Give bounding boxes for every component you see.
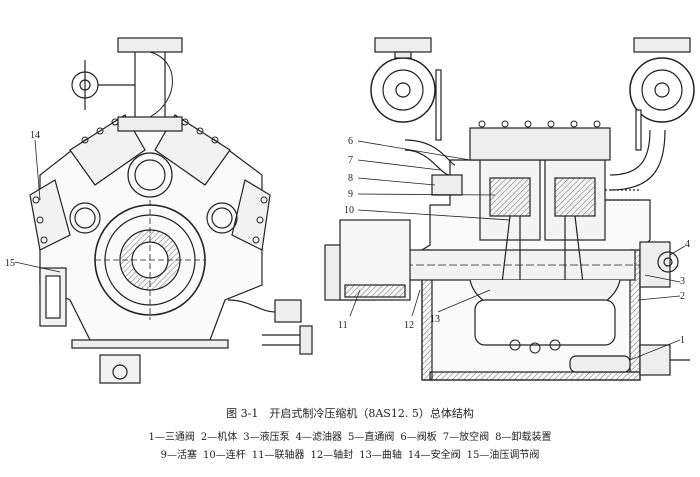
callout-8: 8 (348, 173, 353, 184)
legend-item: 14—安全阀 (407, 450, 461, 461)
callouts: 14 15 6 7 8 9 10 11 12 13 4 3 2 1 (5, 130, 690, 346)
callout-3: 3 (680, 276, 685, 287)
legend-row-2: 9—活塞 10—连杆 11—联轴器 12—轴封 13—曲轴 14—安全阀 15—油压调节阀 (0, 446, 700, 461)
left-view (29, 37, 313, 384)
legend-item: 9—活塞 (160, 450, 197, 461)
legend-item: 15—油压调节阀 (466, 450, 540, 461)
callout-13: 13 (430, 314, 440, 325)
callout-12: 12 (404, 320, 414, 331)
legend-item: 8—卸载装置 (495, 432, 552, 443)
callout-15: 15 (5, 258, 15, 269)
legend-item: 2—机体 (200, 432, 238, 443)
callout-1: 1 (680, 335, 685, 346)
legend-item: 7—放空阀 (442, 432, 490, 443)
legend-item: 6—阀板 (400, 432, 437, 443)
right-view (324, 37, 695, 381)
legend-item: 12—轴封 (310, 450, 354, 461)
legend-item: 1—三通阀 (148, 432, 195, 443)
callout-6: 6 (348, 136, 353, 147)
callout-4: 4 (685, 239, 690, 250)
compressor-drawing: 14 15 6 7 8 9 10 11 12 13 4 3 2 1 (5, 37, 695, 384)
callout-11: 11 (338, 320, 348, 331)
legend-item: 10—连杆 (202, 450, 246, 461)
callout-14: 14 (30, 130, 40, 141)
legend-item: 3—液压泵 (243, 432, 290, 443)
callout-2: 2 (680, 291, 685, 302)
callout-9: 9 (348, 189, 353, 200)
callout-7: 7 (348, 155, 353, 166)
legend-item: 11—联轴器 (251, 450, 305, 461)
legend-item: 4—滤油器 (295, 432, 342, 443)
leader-lines (14, 139, 686, 361)
callout-10: 10 (344, 205, 354, 216)
legend-item: 5—直通阀 (348, 432, 395, 443)
figure-caption: 图 3-1 开启式制冷压缩机（8AS12. 5）总体结构 (226, 407, 474, 420)
legend-item: 13—曲轴 (359, 450, 402, 461)
legend-row-1: 1—三通阀 2—机体 3—液压泵 4—滤油器 5—直通阀 6—阀板 7—放空阀 8—卸载装置 (0, 428, 700, 443)
